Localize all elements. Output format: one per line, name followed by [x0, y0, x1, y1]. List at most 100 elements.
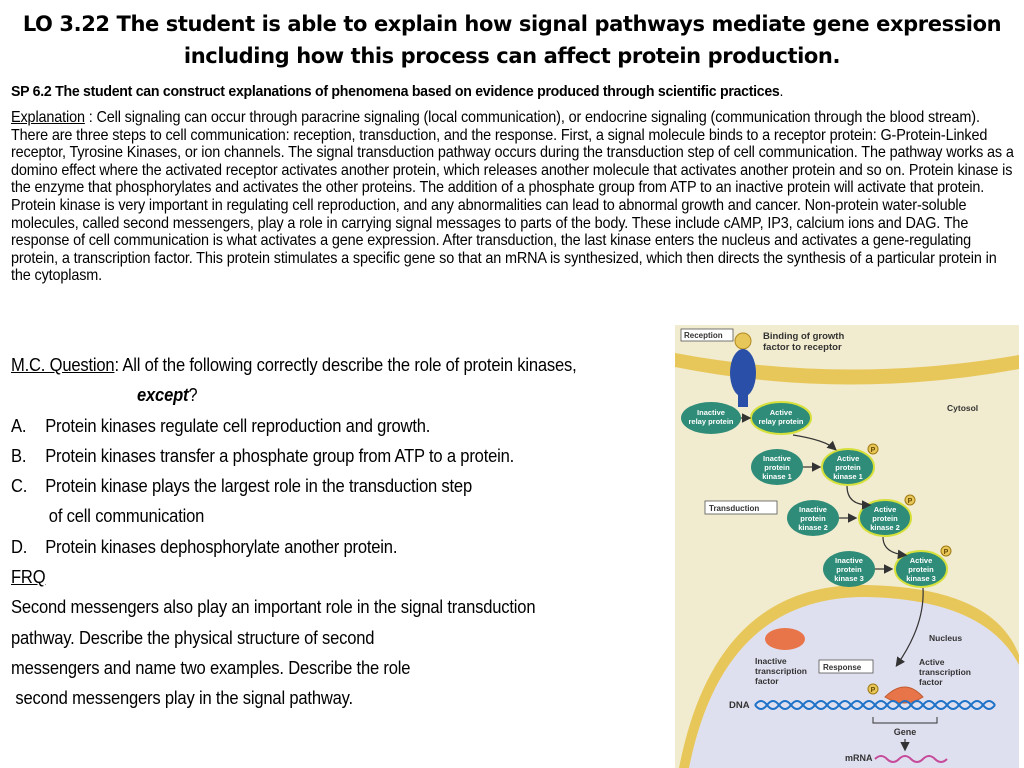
- sp-text: SP 6.2 The student can construct explana…: [11, 83, 780, 100]
- transduction-label: Transduction: [709, 504, 759, 513]
- apk1-label-1: Active: [837, 454, 860, 463]
- apk2-label-1: Active: [874, 505, 897, 514]
- apk2-label-2: protein: [872, 514, 898, 523]
- phosphate-3-label: P: [944, 549, 949, 556]
- phosphate-tf: [867, 683, 879, 695]
- receptor-protein: [730, 349, 756, 397]
- option-text: Protein kinases transfer a phosphate gro…: [45, 444, 515, 466]
- ipk1-label-1: Inactive: [763, 454, 791, 463]
- arrow-k1-to-k2: [846, 485, 872, 510]
- arrow-k2-to-k3: [882, 536, 908, 560]
- apk3-label-1: Active: [910, 556, 933, 565]
- inactive-relay-label-2: relay protein: [688, 417, 733, 426]
- nucleus: [689, 597, 1019, 768]
- mc-option-d: D. Protein kinases dephosphorylate anothe…: [11, 532, 659, 562]
- signal-pathway-diagram: Reception Binding of growth factor to re…: [675, 325, 1019, 768]
- mc-except: except: [137, 384, 189, 406]
- mrna-strand: [874, 755, 948, 763]
- arrow-k3-to-nucleus: [895, 587, 924, 667]
- itf-label-2: transcription: [755, 666, 807, 676]
- phosphate-1-label: P: [871, 447, 876, 454]
- frq-line-4: second messengers play in the signal pat…: [11, 687, 353, 709]
- apk3-label-2: protein: [908, 565, 934, 574]
- explanation-label: Explanation: [11, 109, 85, 126]
- apk1-label-3: kinase 1: [833, 472, 863, 481]
- ipk1-label-2: protein: [764, 463, 790, 472]
- science-practice-heading: SP 6.2 The student can construct explana…: [11, 82, 946, 101]
- transduction-box: [704, 500, 778, 515]
- active-kinase-2: [858, 499, 912, 537]
- apk3-label-3: kinase 3: [906, 574, 936, 583]
- ipk2-label-3: kinase 2: [798, 523, 828, 532]
- sp-suffix: .: [779, 83, 784, 100]
- atf-label-2: transcription: [919, 667, 971, 677]
- dna-label: DNA: [729, 700, 750, 711]
- mrna-label: mRNA: [845, 753, 873, 763]
- apk1-label-2: protein: [835, 463, 861, 472]
- option-text: Protein kinases dephosphorylate another …: [45, 535, 398, 557]
- itf-label-1: Inactive: [755, 656, 787, 666]
- ipk2-label-1: Inactive: [799, 505, 827, 514]
- binding-label-2: factor to receptor: [763, 342, 842, 353]
- option-letter: D.: [11, 535, 28, 557]
- frq-label: FRQ: [11, 566, 46, 588]
- arrow-relay-to-k1: [792, 434, 837, 451]
- atf-label-1: Active: [919, 657, 945, 667]
- mc-option-c-continued: of cell communication: [48, 505, 205, 527]
- nucleus-label: Nucleus: [929, 633, 962, 643]
- phosphate-2: [904, 494, 916, 506]
- receptor-stalk: [738, 393, 748, 407]
- binding-label-1: Binding of growth: [763, 331, 844, 342]
- active-relay-label-2: relay protein: [758, 417, 803, 426]
- title-line-1: LO 3.22 The student is able to explain h…: [22, 12, 1002, 36]
- option-letter: A.: [11, 414, 27, 436]
- response-label: Response: [823, 663, 862, 672]
- option-letter: B.: [11, 444, 27, 466]
- reception-box: [680, 328, 734, 342]
- frq-line-3: messengers and name two examples. Descri…: [11, 656, 411, 678]
- title-line-2: including how this process can affect pr…: [183, 44, 841, 68]
- atf-label-3: factor: [919, 677, 943, 687]
- option-text: Protein kinases regulate cell reproducti…: [45, 414, 431, 436]
- mc-question-text: : All of the following correctly describ…: [114, 354, 577, 375]
- response-box: [818, 659, 874, 674]
- phosphate-1: [867, 443, 879, 455]
- cytosol-label: Cytosol: [947, 403, 978, 413]
- option-letter: C.: [11, 475, 28, 497]
- apk2-label-3: kinase 2: [870, 523, 900, 532]
- ipk1-label-3: kinase 1: [762, 472, 792, 481]
- inactive-transcription-factor: [765, 628, 805, 650]
- option-text: Protein kinase plays the largest role in…: [45, 475, 472, 497]
- inactive-kinase-1: [751, 449, 803, 485]
- ipk3-label-1: Inactive: [835, 556, 863, 565]
- phosphate-2-label: P: [908, 498, 913, 505]
- gene-bracket: [872, 717, 938, 724]
- mc-option-b: B. Protein kinases transfer a phosphate g…: [11, 441, 659, 471]
- ipk2-label-2: protein: [800, 514, 826, 523]
- explanation-body: : Cell signaling can occur through parac…: [11, 109, 1014, 285]
- mc-except-line: except?: [11, 380, 659, 410]
- explanation-paragraph: Explanation : Cell signaling can occur t…: [11, 109, 1015, 285]
- mc-qmark: ?: [188, 384, 198, 406]
- dna-strand-2: [754, 700, 996, 710]
- phosphate-3: [940, 545, 952, 557]
- frq-line-2: pathway. Describe the physical structure…: [11, 626, 375, 648]
- diagram-svg: Reception Binding of growth factor to re…: [675, 328, 1019, 768]
- mc-option-c: C. Protein kinase plays the largest role …: [11, 471, 659, 501]
- phosphate-tf-label: P: [871, 687, 876, 694]
- inactive-relay-protein: [681, 402, 741, 434]
- page-title: LO 3.22 The student is able to explain h…: [0, 8, 1024, 72]
- itf-label-3: factor: [755, 676, 779, 686]
- active-kinase-3: [894, 550, 948, 588]
- ipk3-label-3: kinase 3: [834, 574, 864, 583]
- inactive-relay-label-1: Inactive: [697, 408, 725, 417]
- inactive-kinase-2: [787, 500, 839, 536]
- gene-label: Gene: [894, 727, 917, 737]
- frq-line-1: Second messengers also play an important…: [11, 596, 536, 618]
- active-relay-label-1: Active: [770, 408, 793, 417]
- mc-question: M.C. Question: All of the following corr…: [11, 350, 659, 380]
- mc-question-block: M.C. Question: All of the following corr…: [11, 350, 659, 714]
- ipk3-label-2: protein: [836, 565, 862, 574]
- mc-label: M.C. Question: [11, 354, 115, 375]
- reception-label: Reception: [684, 331, 723, 340]
